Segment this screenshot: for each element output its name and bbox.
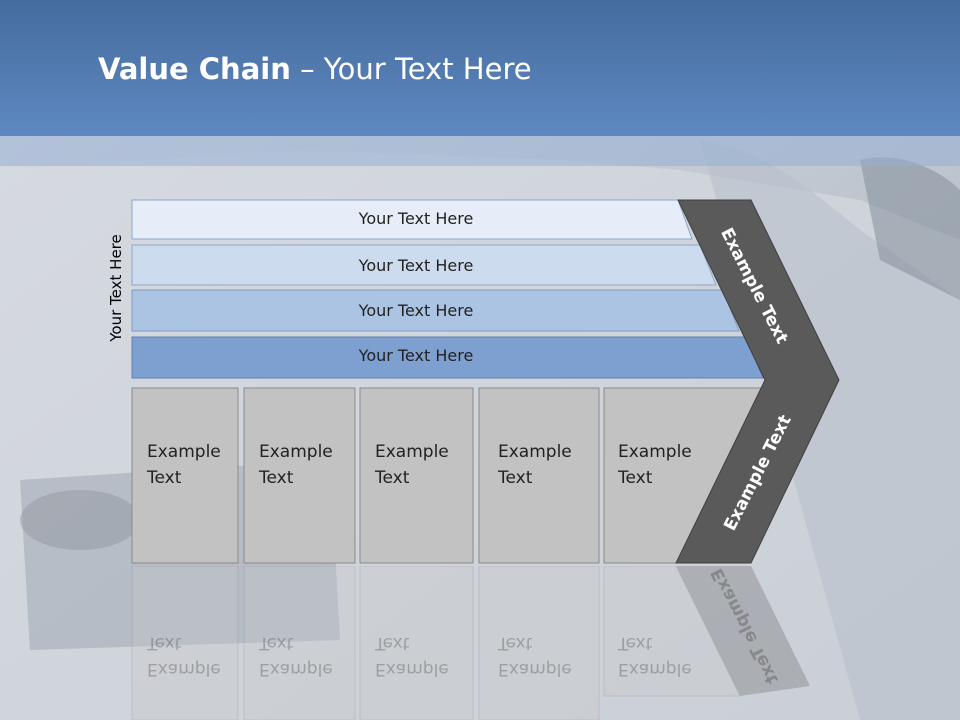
title-rest: – Your Text Here xyxy=(290,52,532,86)
band-3 xyxy=(131,289,740,332)
header-band xyxy=(0,136,960,166)
slide-title: Value Chain – Your Text Here xyxy=(98,52,532,86)
box-5-reflection: Example Text xyxy=(618,633,692,679)
box-2-label: Example Text xyxy=(259,442,333,488)
box-3-reflection: Example Text xyxy=(375,633,449,679)
band-4 xyxy=(131,336,764,379)
reflection-shapes xyxy=(131,566,810,720)
band-2-label: Your Text Here xyxy=(358,256,474,275)
band-2 xyxy=(131,244,717,286)
box-3 xyxy=(359,387,474,564)
band-1-label: Your Text Here xyxy=(358,209,474,228)
box-5-label: Example Text xyxy=(618,442,692,488)
box-4-label: Example Text xyxy=(498,442,572,488)
band-4-label: Your Text Here xyxy=(358,346,474,365)
box-2 xyxy=(243,387,356,564)
title-bold: Value Chain xyxy=(98,52,291,86)
box-1 xyxy=(131,387,239,564)
band-3-label: Your Text Here xyxy=(358,301,474,320)
box-1-label: Example Text xyxy=(147,442,221,488)
box-2-reflection: Example Text xyxy=(259,633,333,679)
chevron-arrow xyxy=(675,199,840,564)
band-1 xyxy=(131,199,693,240)
box-4-reflection: Example Text xyxy=(498,633,572,679)
diagram-reflection: Example Text Example Text Example Text E… xyxy=(0,566,960,720)
box-3-label: Example Text xyxy=(375,442,449,488)
box-1-reflection: Example Text xyxy=(147,633,221,679)
header-bar xyxy=(0,0,960,136)
box-4 xyxy=(478,387,600,564)
